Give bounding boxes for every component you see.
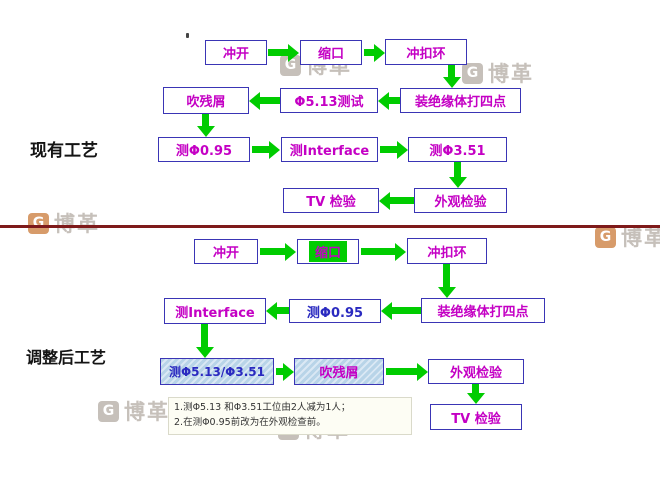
node-current-ce095: 测Φ0.95	[158, 137, 250, 162]
node-current-ce513: Φ5.13测试	[280, 88, 378, 113]
node-adjusted-chuicanxie: 吹残屑	[294, 358, 384, 385]
watermark: G 博革	[462, 58, 534, 88]
watermark-text: 博革	[621, 226, 660, 250]
arrow-left-icon	[277, 307, 289, 314]
arrow-right-icon	[364, 49, 374, 56]
node-adjusted-suokou: 缩口	[297, 239, 359, 264]
watermark: G 博革	[98, 396, 170, 426]
arrow-right-icon	[276, 368, 283, 375]
watermark: G 博革	[28, 208, 100, 238]
section-title-current: 现有工艺	[30, 141, 98, 161]
node-adjusted-ce095: 测Φ0.95	[289, 299, 381, 323]
boge-logo-icon: G	[462, 62, 483, 84]
node-adjusted-ce513-351: 测Φ5.13/Φ3.51	[160, 358, 274, 385]
notes-panel: 1.测Φ5.13 和Φ3.51工位由2人减为1人； 2.在测Φ0.95前改为在外…	[168, 397, 412, 435]
node-label-highlight: 缩口	[308, 241, 347, 262]
section-divider	[0, 225, 660, 228]
node-current-suokou: 缩口	[300, 40, 362, 65]
node-current-chongkai: 冲开	[205, 40, 267, 65]
arrow-right-icon	[386, 368, 417, 375]
arrow-right-icon	[252, 146, 269, 153]
note-line-2: 2.在测Φ0.95前改为在外观检查前。	[174, 416, 326, 428]
boge-logo-icon: G	[595, 226, 616, 248]
node-current-waiguan: 外观检验	[414, 188, 507, 213]
arrow-down-icon	[472, 384, 479, 393]
arrow-down-icon	[202, 114, 209, 126]
arrow-left-icon	[260, 97, 280, 104]
arrow-down-icon	[448, 65, 455, 77]
arrow-right-icon	[380, 146, 397, 153]
artifact-dot	[186, 33, 189, 38]
node-current-interface: 测Interface	[281, 137, 378, 162]
arrow-right-icon	[361, 248, 395, 255]
arrow-left-icon	[390, 197, 414, 204]
arrow-left-icon	[389, 97, 400, 104]
boge-logo-icon: G	[98, 400, 119, 422]
arrow-down-icon	[443, 264, 450, 287]
watermark-text: 博革	[488, 62, 534, 86]
node-current-zhuangjueyuanti: 装绝缘体打四点	[400, 88, 521, 113]
node-current-chongkouhuan: 冲扣环	[385, 39, 467, 65]
arrow-right-icon	[260, 248, 285, 255]
section-title-adjusted: 调整后工艺	[26, 348, 107, 367]
arrow-down-icon	[454, 162, 461, 177]
watermark-text: 博革	[124, 400, 170, 424]
node-current-chuicanxie: 吹残屑	[163, 87, 249, 114]
arrow-left-icon	[392, 307, 421, 314]
watermark-text: 博革	[54, 212, 100, 236]
note-line-1: 1.测Φ5.13 和Φ3.51工位由2人减为1人；	[174, 402, 351, 413]
node-adjusted-tv: TV 检验	[430, 404, 522, 430]
node-adjusted-chongkouhuan: 冲扣环	[407, 238, 487, 264]
node-adjusted-zhuangjueyuanti: 装绝缘体打四点	[421, 298, 545, 323]
arrow-down-icon	[201, 324, 208, 347]
node-current-ce351: 测Φ3.51	[408, 137, 507, 162]
arrow-right-icon	[268, 49, 288, 56]
watermark: G 博革	[595, 222, 660, 252]
node-adjusted-waiguan: 外观检验	[428, 359, 524, 384]
node-adjusted-interface: 测Interface	[164, 298, 266, 324]
boge-logo-icon: G	[28, 212, 49, 234]
node-adjusted-chongkai: 冲开	[194, 239, 258, 264]
node-current-tv: TV 检验	[283, 188, 379, 213]
